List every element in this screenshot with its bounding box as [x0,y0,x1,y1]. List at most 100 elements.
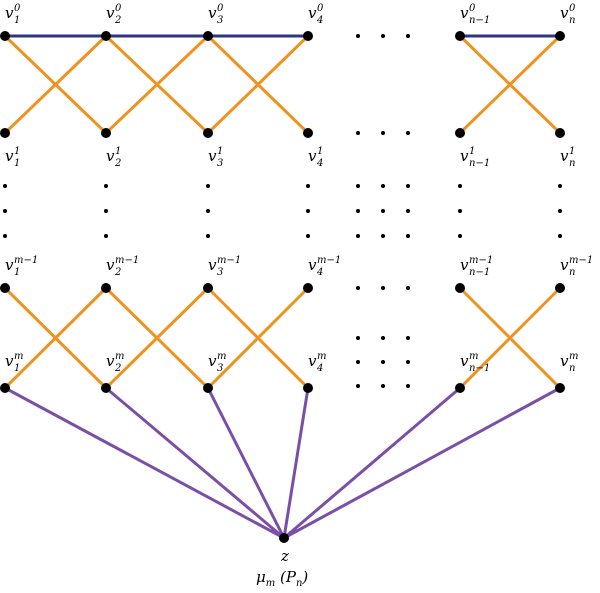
ellipsis-dot [381,360,385,364]
ellipsis-dot [558,209,562,213]
cross-edge [104,286,210,390]
label-rowm-4: vm [460,351,478,370]
vertex-node [0,383,10,393]
apex-edge [3,386,286,540]
vertex-node [455,128,465,138]
label-rowm-3: vm [308,351,326,370]
label-rowm1-1: vm−1 [106,255,139,274]
ellipsis-dot [458,184,462,188]
ellipsis-dot [356,286,360,290]
vertices [0,31,565,543]
label-row0-5: v0 [560,3,576,22]
vertex-node [203,283,213,293]
ellipsis-dot [381,209,385,213]
label-row0-5-sub: n [569,15,575,26]
ellipsis-dot [406,384,410,388]
ellipsis-dot [406,34,410,38]
label-rowm-2-sub: 3 [217,363,223,374]
label-row0-3-sub: 4 [316,15,323,26]
ellipsis-dot [381,234,385,238]
apex-edge [104,386,286,540]
ellipsis-dot [356,209,360,213]
cross-edge [206,286,310,390]
ellipsis-dot [406,336,410,340]
ellipsis-dot [558,184,562,188]
vertex-node [101,128,111,138]
label-rowm-2: vm [208,351,226,370]
label-row1-2: v1 [208,146,223,165]
vertex-node [203,31,213,41]
label-rowm-5: vm [560,351,578,370]
caption-mu-sub: m [266,578,275,589]
ellipsis-dot [458,209,462,213]
label-row0-2-sub: 3 [217,15,223,26]
ellipsis-dot [356,360,360,364]
ellipsis-dot [356,384,360,388]
vertex-node [303,31,313,41]
edges [3,34,562,540]
label-row1-3: v1 [308,146,323,165]
label-rowm1-4: vm−1 [460,255,493,274]
ellipsis-dot [406,360,410,364]
caption-mu: μ [256,568,266,586]
vertex-node [455,31,465,41]
ellipsis-dot [206,209,210,213]
ellipsis-dot [356,184,360,188]
ellipsis-dot [406,131,410,135]
vertex-node [455,383,465,393]
label-row0-3: v0 [308,3,324,22]
label-row1-3-sub: 4 [316,158,323,169]
apex-node [279,533,289,543]
label-row1-5-sub: n [569,158,575,169]
cross-edge [3,286,108,390]
apex-edge [282,386,562,540]
caption-close: ) [301,568,308,586]
ellipsis-dot [306,209,310,213]
label-row0-1: v0 [106,3,122,22]
label-row0-2: v0 [208,3,224,22]
label-row0-4: v0 [460,3,476,22]
label-rowm-4-sub: n−1 [469,363,490,374]
apex-edge [206,386,286,540]
label-row1-0: v1 [5,146,20,165]
ellipsis-dot [3,184,7,188]
ellipsis-dot [306,184,310,188]
label-row1-0-sub: 1 [14,158,20,169]
ellipsis-dot [406,184,410,188]
label-rowm1-2-sub: 3 [217,267,223,278]
ellipsis-dot [306,234,310,238]
ellipsis-dot [3,209,7,213]
caption-paren: (P [275,568,297,586]
ellipsis-dot [406,209,410,213]
vertex-node [0,31,10,41]
ellipsis-dot [104,184,108,188]
ellipsis-dot [3,234,7,238]
label-row1-2-sub: 3 [217,158,223,169]
vertex-node [203,128,213,138]
apex-edge [282,386,310,540]
apex-edge [282,386,462,540]
vertex-node [101,383,111,393]
ellipsis-dot [356,234,360,238]
apex-label: z [280,547,289,565]
label-row0-0-sub: 1 [14,15,20,26]
ellipsis-dot [381,384,385,388]
vertex-node [303,383,313,393]
ellipsis-dot [381,336,385,340]
label-row1-1: v1 [106,146,121,165]
cross-edge [458,286,562,390]
vertex-node [555,283,565,293]
cross-edge [206,34,310,135]
label-rowm1-0: vm−1 [5,255,38,274]
label-rowm1-0-sub: 1 [14,267,20,278]
label-rowm-5-sub: n [569,363,575,374]
caption: μm (Pn) [256,568,308,589]
label-row0-4-sub: n−1 [469,15,490,26]
label-row0-0: v0 [5,3,21,22]
ellipsis-dot [206,184,210,188]
vertex-node [455,283,465,293]
ellipsis-dot [356,34,360,38]
label-row1-4-sub: n−1 [469,158,490,169]
